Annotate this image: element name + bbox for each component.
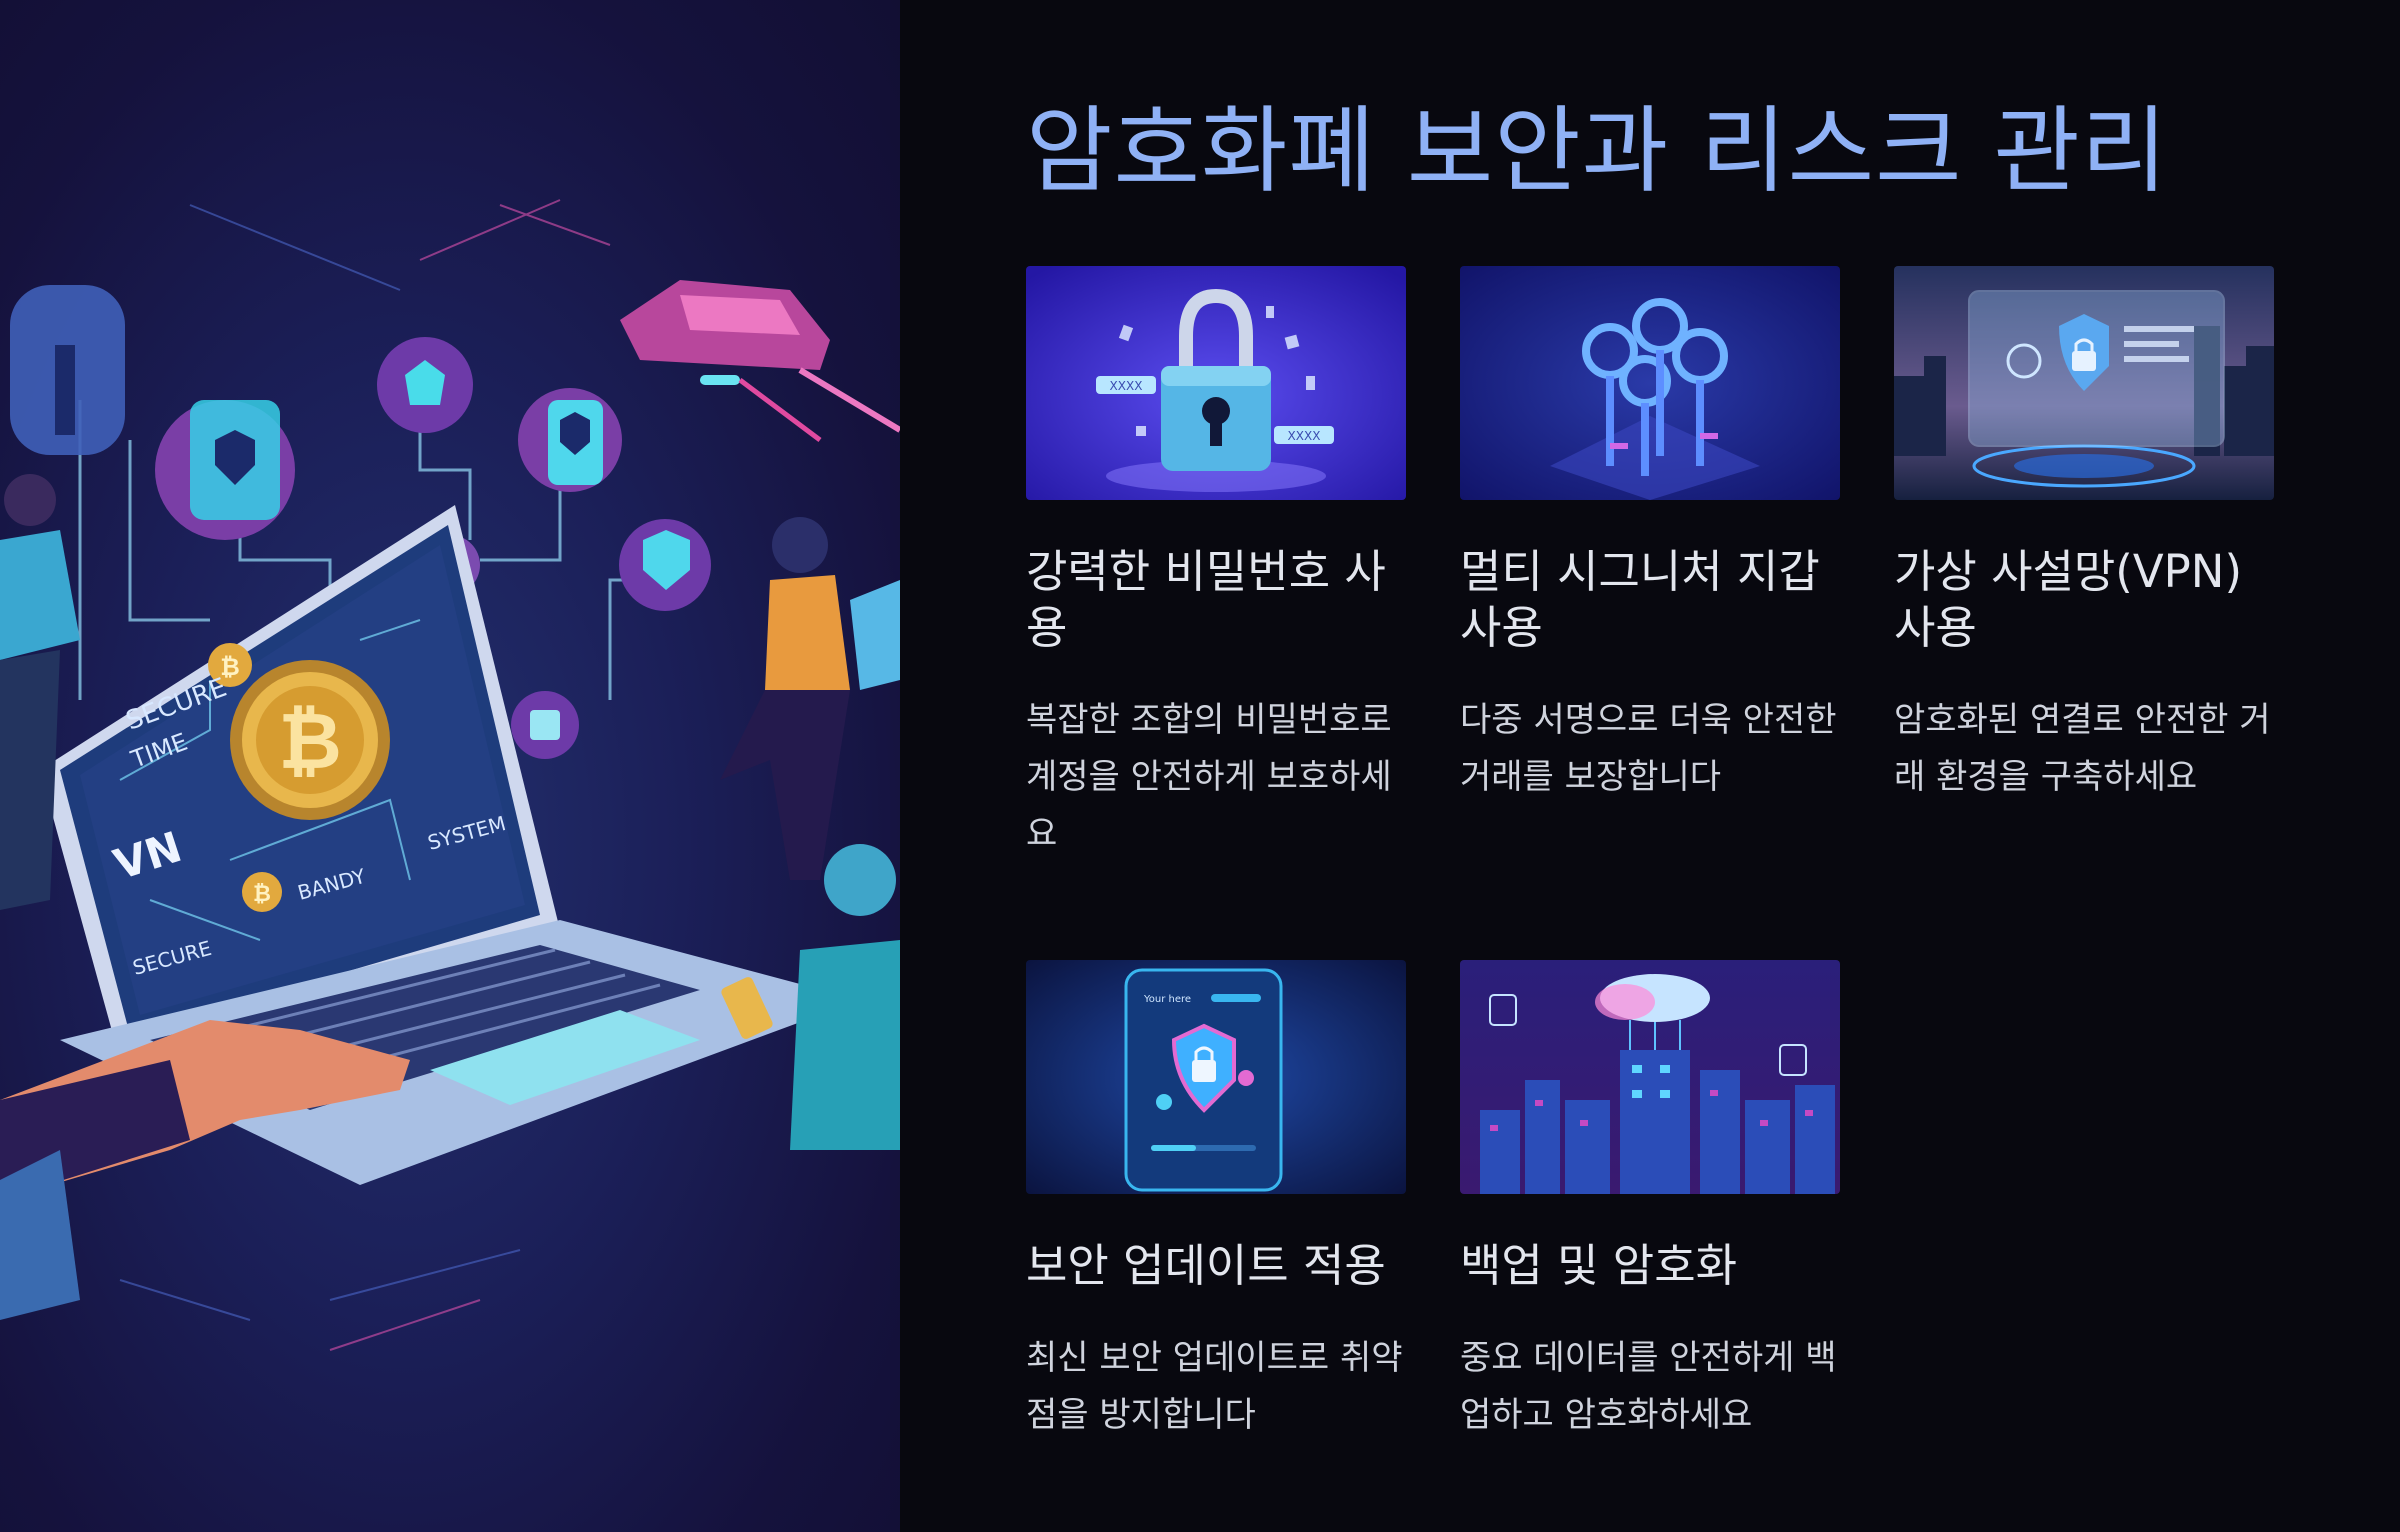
- card-description: 다중 서명으로 더욱 안전한 거래를 보장합니다: [1460, 700, 1837, 797]
- card-title: 강력한 비밀번호 사용: [1026, 545, 1386, 654]
- card-title: 보안 업데이트 적용: [1026, 1239, 1386, 1292]
- cybersecurity-laptop-illustration: ₿ ₿ ₿ SECURE TIME VN BANDY SYSTEM SECURE: [0, 199, 900, 1351]
- card-vpn: 가상 사설망(VPN) 사용 암호화된 연결로 안전한 거래 환경을 구축하세요: [1894, 266, 2274, 806]
- card-description: 암호화된 연결로 안전한 거래 환경을 구축하세요: [1894, 700, 2271, 797]
- hero-illustration: ₿ ₿ ₿ SECURE TIME VN BANDY SYSTEM SECURE: [0, 0, 900, 1532]
- thumb-label: Your here: [1143, 994, 1191, 1005]
- card-multisig-wallet: 멀티 시그니처 지갑 사용 다중 서명으로 더욱 안전한 거래를 보장합니다: [1460, 266, 1840, 806]
- card-strong-password: XXXX XXXX 강력한 비밀번호 사용 복잡한 조합의 비밀번호로 계정을 …: [1026, 266, 1406, 863]
- card-title: 가상 사설망(VPN) 사용: [1894, 545, 2242, 654]
- card-description: 복잡한 조합의 비밀번호로 계정을 안전하게 보호하세요: [1026, 700, 1392, 854]
- cloud-city-icon: [1460, 960, 1840, 1194]
- security-shield-icon: Your here: [1026, 960, 1406, 1194]
- keys-icon: [1460, 266, 1840, 500]
- card-backup-encryption: 백업 및 암호화 중요 데이터를 안전하게 백업하고 암호화하세요: [1460, 960, 1840, 1444]
- svg-text:₿: ₿: [220, 653, 240, 681]
- svg-text:₿: ₿: [253, 882, 271, 907]
- card-title: 백업 및 암호화: [1460, 1239, 1738, 1292]
- card-security-update: Your here 보안 업데이트 적용 최신 보안 업데이트로 취약점을 방지…: [1026, 960, 1406, 1444]
- thumb-label: XXXX: [1110, 379, 1143, 393]
- padlock-icon: XXXX XXXX: [1026, 266, 1406, 500]
- content-panel: 암호화폐 보안과 리스크 관리 XXXX: [900, 0, 2400, 1532]
- thumb-label: XXXX: [1288, 429, 1321, 443]
- card-title: 멀티 시그니처 지갑 사용: [1460, 545, 1820, 654]
- vpn-shield-icon: [1894, 266, 2274, 500]
- page-title: 암호화폐 보안과 리스크 관리: [1026, 97, 2169, 206]
- card-description: 최신 보안 업데이트로 취약점을 방지합니다: [1026, 1338, 1403, 1435]
- svg-text:₿: ₿: [278, 697, 342, 787]
- card-description: 중요 데이터를 안전하게 백업하고 암호화하세요: [1460, 1338, 1837, 1435]
